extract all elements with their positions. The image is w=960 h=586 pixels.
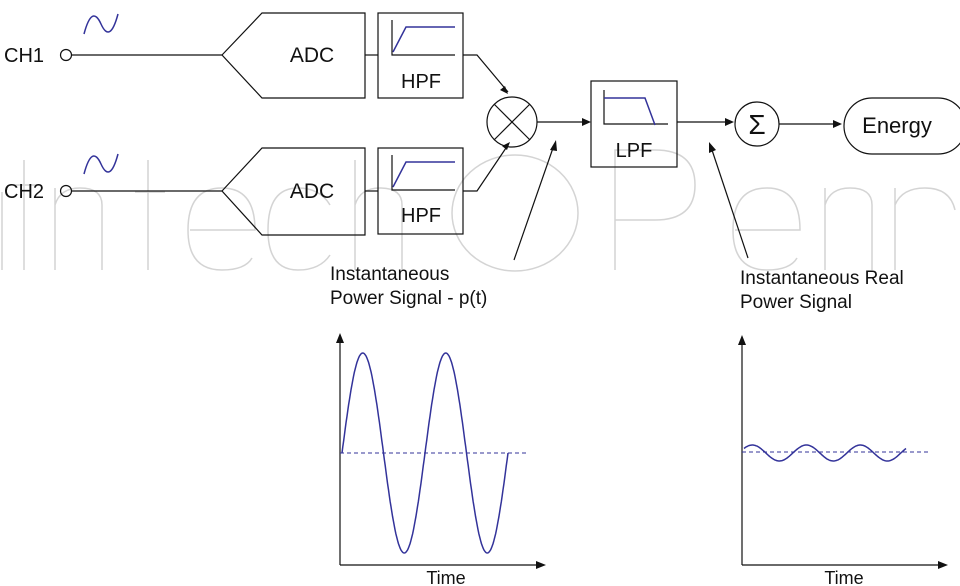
- lpf-block: [590, 80, 678, 168]
- watermark: [1, 149, 956, 272]
- inst-power-annotation: Instantaneous Power Signal - p(t): [330, 140, 557, 309]
- right-plot-signal-curve: [743, 444, 907, 462]
- real-power-label-line2: Power Signal: [740, 292, 852, 313]
- hpf2-response-icon: [391, 155, 455, 191]
- summation-symbol: Σ: [748, 109, 765, 140]
- ch2-sine-icon: [83, 153, 119, 175]
- multiplier: [486, 96, 538, 148]
- ch1-label: CH1: [4, 45, 44, 67]
- lpf-label: LPF: [616, 140, 653, 162]
- instantaneous-power-plot: Time: [336, 333, 546, 586]
- hpf2-label: HPF: [401, 205, 441, 227]
- left-plot-signal-curve: [341, 352, 509, 554]
- left-plot-xlabel: Time: [426, 568, 465, 586]
- real-power-label-line1: Instantaneous Real: [740, 268, 904, 289]
- lpf-response-icon: [603, 90, 668, 126]
- adc1-label: ADC: [290, 44, 334, 67]
- ch1-sine-icon: [83, 13, 119, 35]
- energy-label: Energy: [862, 113, 932, 138]
- inst-power-label-line1: Instantaneous: [330, 264, 449, 285]
- ch1-terminal: [59, 48, 73, 62]
- ch2-label: CH2: [4, 181, 44, 203]
- real-power-plot: Time: [738, 335, 948, 586]
- channel-2: CH2 ADC HPF: [4, 142, 510, 236]
- hpf1-response-icon: [391, 20, 455, 56]
- channel-1: CH1 ADC HPF: [4, 12, 509, 99]
- hpf1-label: HPF: [401, 71, 441, 93]
- adc2-label: ADC: [290, 180, 334, 203]
- real-power-annotation: Instantaneous Real Power Signal: [709, 142, 904, 313]
- right-plot-xlabel: Time: [824, 568, 863, 586]
- ch2-terminal: [59, 184, 73, 198]
- inst-power-label-line2: Power Signal - p(t): [330, 288, 487, 309]
